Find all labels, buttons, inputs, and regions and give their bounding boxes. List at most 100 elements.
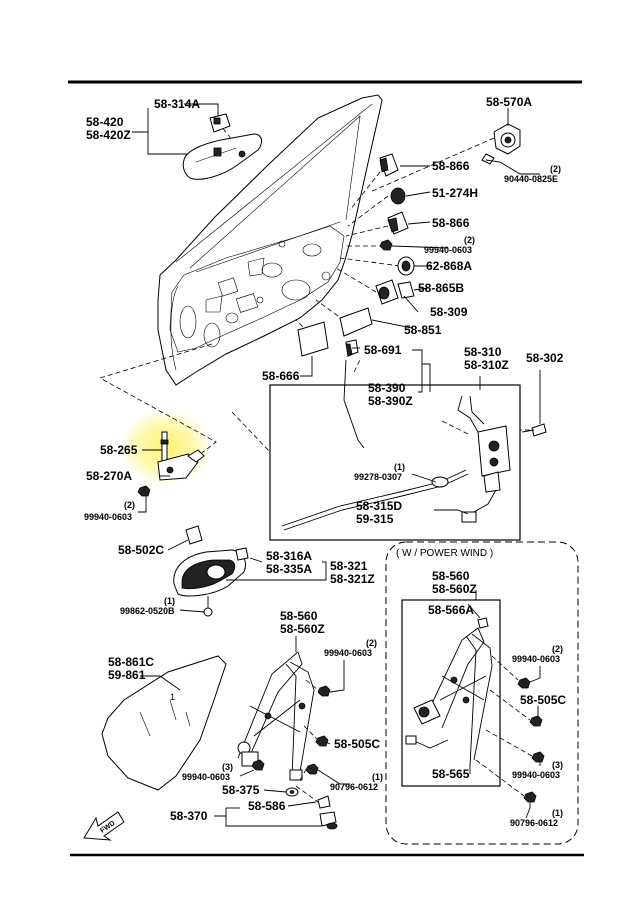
reg-dash-3 xyxy=(295,785,319,803)
part-58-865B[interactable] xyxy=(375,279,415,305)
part-58-866-lower[interactable] xyxy=(387,211,409,235)
washer-58-375[interactable] xyxy=(285,787,299,797)
pw-dash-1 xyxy=(491,655,519,681)
label-58-861C: 58-861C xyxy=(108,655,154,669)
label-99940b: 99940-0603 xyxy=(84,512,132,522)
label-58-866-top: 58-866 xyxy=(432,159,470,173)
bolt-58-505C[interactable] xyxy=(315,735,329,747)
label-58-314A: 58-314A xyxy=(154,97,200,111)
label-58-316A: 58-316A xyxy=(266,549,312,563)
label-58-505C: 58-505C xyxy=(334,737,380,751)
label-62-868A: 62-868A xyxy=(426,259,472,273)
inner-handle-58-321[interactable] xyxy=(173,549,246,597)
power-regulator-inner-box xyxy=(401,599,501,787)
label-58-691: 58-691 xyxy=(364,343,402,357)
handle-58-370[interactable] xyxy=(319,811,338,830)
label-58-310: 58-310 xyxy=(464,345,502,359)
label-58-560Z-pw: 58-560Z xyxy=(432,582,477,596)
label-58-560-pw: 58-560 xyxy=(432,569,470,583)
leader-lines xyxy=(132,103,541,827)
label-qty-99940a: (2) xyxy=(464,235,475,245)
label-58-420Z: 58-420Z xyxy=(86,128,131,142)
label-58-560Z: 58-560Z xyxy=(280,622,325,636)
nut-99940-top[interactable] xyxy=(379,239,393,251)
rod-58-265[interactable] xyxy=(160,431,169,463)
label-qty-570: (2) xyxy=(550,164,561,174)
label-58-270A: 58-270A xyxy=(86,469,132,483)
bolt-99940-low[interactable] xyxy=(251,759,265,771)
label-99278: 99278-0307 xyxy=(354,472,402,482)
fwd-arrow-icon: FWD xyxy=(83,811,125,841)
label-qty-99278: (1) xyxy=(394,462,405,472)
label-99940a: 99940-0603 xyxy=(424,245,472,255)
bracket-58-270A[interactable] xyxy=(157,449,205,481)
power-window-group-box xyxy=(385,541,579,845)
door-shell xyxy=(157,94,383,386)
part-51-274H[interactable] xyxy=(390,187,406,205)
bolt-90796-pw[interactable] xyxy=(523,791,537,808)
reg-dash-4 xyxy=(299,765,309,781)
pw-dash-3 xyxy=(485,729,533,757)
svg-text:1: 1 xyxy=(170,692,175,702)
latch-58-310[interactable] xyxy=(457,395,511,523)
part-62-868A[interactable] xyxy=(397,256,415,276)
power-regulator-58-560[interactable] xyxy=(405,617,493,767)
label-58-851: 58-851 xyxy=(404,323,442,337)
bolt-58-505C-pw[interactable] xyxy=(529,715,543,727)
nut-99940-mid[interactable] xyxy=(137,485,151,497)
bolt-58-302[interactable] xyxy=(521,423,547,437)
label-90796-pw: 90796-0612 xyxy=(510,818,558,828)
nut-99940-pw2[interactable] xyxy=(531,751,545,763)
screw-99862[interactable] xyxy=(203,596,213,617)
regulator-58-560[interactable] xyxy=(237,651,315,781)
pw-dash-2 xyxy=(489,689,531,721)
pad-58-666[interactable] xyxy=(297,321,329,357)
label-58-321Z: 58-321Z xyxy=(330,572,375,586)
label-qty-99862: (1) xyxy=(164,596,175,606)
rod-58-390[interactable] xyxy=(343,359,365,449)
label-51-274H: 51-274H xyxy=(432,186,478,200)
label-qty-99940c: (2) xyxy=(552,644,563,654)
label-58-570A: 58-570A xyxy=(486,95,532,109)
rod-58-315D[interactable] xyxy=(281,469,467,527)
label-qty-99940b: (2) xyxy=(124,500,135,510)
glass-58-861C[interactable]: 1 xyxy=(101,655,227,791)
label-58-565: 58-565 xyxy=(432,767,470,781)
pad-58-851[interactable] xyxy=(339,307,373,337)
label-99940f: 99940-0603 xyxy=(182,772,230,782)
pw-dash-4 xyxy=(475,759,525,797)
reg-dash-2 xyxy=(303,725,319,741)
label-qty-99940d: (3) xyxy=(552,760,563,770)
label-qty-99940e: (2) xyxy=(366,638,377,648)
nut-99940-reg[interactable] xyxy=(317,685,331,697)
clip-58-586[interactable] xyxy=(317,795,331,809)
latch-group-box xyxy=(269,384,521,541)
label-90440: 90440-0825E xyxy=(504,174,558,184)
label-59-315: 59-315 xyxy=(356,512,394,526)
outer-handle-58-420[interactable] xyxy=(182,133,262,180)
nut-99940-pw1[interactable] xyxy=(517,677,531,689)
label-58-370: 58-370 xyxy=(170,809,208,823)
label-58-315D: 58-315D xyxy=(356,499,402,513)
lock-58-570A[interactable] xyxy=(481,123,521,165)
label-58-666: 58-666 xyxy=(262,369,300,383)
label-58-309: 58-309 xyxy=(430,305,468,319)
label-58-560: 58-560 xyxy=(280,609,318,623)
label-58-502C: 58-502C xyxy=(118,543,164,557)
label-qty-90796-pw: (1) xyxy=(552,808,563,818)
label-58-420: 58-420 xyxy=(86,115,124,129)
label-58-265: 58-265 xyxy=(100,443,138,457)
bolt-90796[interactable] xyxy=(305,763,319,775)
clip-99278[interactable] xyxy=(431,476,449,488)
label-power-wind: ( W / POWER WIND ) xyxy=(396,548,493,559)
grommet-58-502C[interactable] xyxy=(185,525,203,545)
callout-labels: 58-314A 58-420 58-420Z 58-570A (2) 90440… xyxy=(84,95,566,828)
label-99940c: 99940-0603 xyxy=(512,654,560,664)
bracket-58-314A[interactable] xyxy=(209,113,231,133)
part-58-866-top[interactable] xyxy=(379,153,399,177)
label-99940d: 99940-0603 xyxy=(512,770,560,780)
label-99862: 99862-0520B xyxy=(120,606,175,616)
clip-58-316A[interactable] xyxy=(235,547,249,561)
label-58-321: 58-321 xyxy=(330,559,368,573)
